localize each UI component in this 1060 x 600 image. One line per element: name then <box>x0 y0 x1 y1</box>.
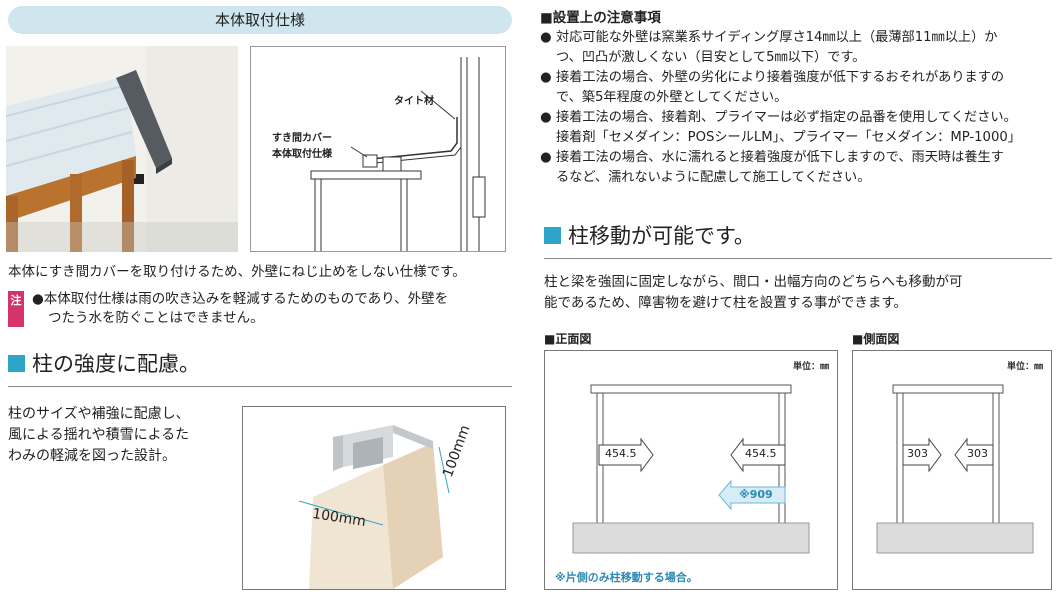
front-left-value: 454.5 <box>605 447 637 460</box>
section-diagram <box>250 46 506 252</box>
strength-line-1: 柱のサイズや補強に配慮し、 <box>8 406 190 422</box>
strength-heading: 柱の強度に配慮。 <box>8 350 200 378</box>
install-item-4: ● 接着工法の場合、水に濡れると接着強度が低下しますので、雨天時は養生す るなど… <box>540 150 1004 185</box>
front-view-title: ■正面図 <box>544 332 592 346</box>
move-line-2: 能であるため、障害物を避けて柱を設置する事ができます。 <box>544 295 908 311</box>
move-rule <box>544 258 1052 259</box>
spec-title-pill: 本体取付仕様 <box>8 6 512 34</box>
install-item-3: ● 接着工法の場合、接着剤、プライマーは必ず指定の品番を使用してください。 接着… <box>540 110 1021 145</box>
note-line-2: つたう水を防ぐことはできません。 <box>48 310 264 326</box>
front-extra-value: ※909 <box>739 488 773 501</box>
front-unit: 単位：㎜ <box>792 362 829 372</box>
side-left-value: 303 <box>907 447 928 460</box>
install-item-1: ● 対応可能な外壁は窯業系サイディング厚さ14㎜以上（最薄部11㎜以上）か つ、… <box>540 30 998 65</box>
move-line-1: 柱と梁を強固に固定しながら、間口・出幅方向のどちらへも移動が可 <box>544 274 963 290</box>
side-right-value: 303 <box>967 447 988 460</box>
post-illustration <box>242 406 506 590</box>
side-view-title: ■側面図 <box>852 332 900 346</box>
strength-rule <box>8 386 512 387</box>
strength-text: 柱のサイズや補強に配慮し、 風による揺れや積雪によるた わみの軽減を図った設計。 <box>8 404 238 467</box>
spec-description: 本体にすき間カバーを取り付けるため、外壁にねじ止めをしない仕様です。 <box>8 264 466 280</box>
label-cover: すき間カバー <box>272 133 332 144</box>
front-right-value: 454.5 <box>745 447 777 460</box>
move-heading: 柱移動が可能です。 <box>544 222 755 250</box>
front-note: ※片側のみ柱移動する場合。 <box>555 571 698 584</box>
note-line-1: ●本体取付仕様は雨の吹き込みを軽減するためのものであり、外壁を <box>32 291 449 307</box>
move-text: 柱と梁を強固に固定しながら、間口・出幅方向のどちらへも移動が可 能であるため、障… <box>544 272 1056 314</box>
carport-photo <box>6 46 238 252</box>
strength-line-3: わみの軽減を図った設計。 <box>8 448 176 464</box>
label-spec: 本体取付仕様 <box>272 149 332 160</box>
strength-line-2: 風による揺れや積雪によるた <box>8 427 190 443</box>
install-heading: ■設置上の注意事項 <box>540 10 661 26</box>
note-badge: 注 <box>8 291 24 327</box>
note-text: ●本体取付仕様は雨の吹き込みを軽減するためのものであり、外壁を つたう水を防ぐこ… <box>32 290 512 328</box>
label-tile: タイト材 <box>394 96 434 107</box>
side-unit: 単位：㎜ <box>1006 362 1043 372</box>
front-view-box: 単位：㎜ 454.5 454.5 ※909 ※片側のみ柱移動する場合。 <box>544 350 838 590</box>
side-view-box: 単位：㎜ 303 303 <box>852 350 1052 590</box>
install-list: ● 対応可能な外壁は窯業系サイディング厚さ14㎜以上（最薄部11㎜以上）か つ、… <box>540 28 1056 188</box>
install-item-2: ● 接着工法の場合、外壁の劣化により接着強度が低下するおそれがありますの で、築… <box>540 70 1005 105</box>
